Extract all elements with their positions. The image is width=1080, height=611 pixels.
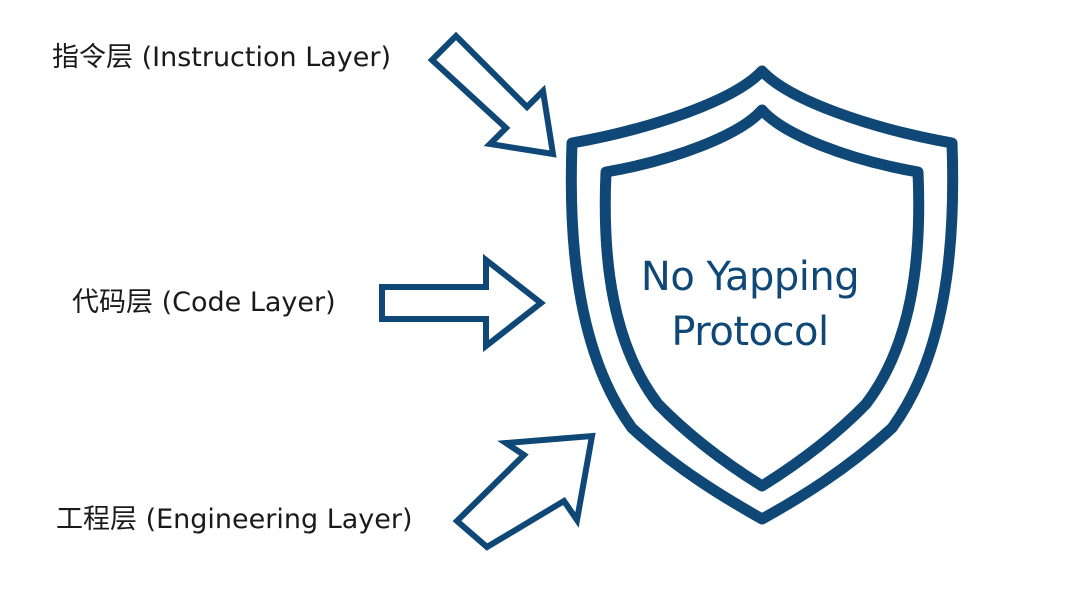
- engineering-arrow: [452, 432, 596, 551]
- code-layer-label: 代码层 (Code Layer): [72, 287, 336, 318]
- shield-inner-outline: [599, 104, 925, 492]
- shield-title-line-1: No Yapping: [640, 254, 860, 300]
- instruction-arrow: [427, 31, 557, 158]
- shield-title-line-2: Protocol: [671, 309, 829, 355]
- engineering-layer-label: 工程层 (Engineering Layer): [56, 504, 413, 535]
- instruction-layer-label: 指令层 (Instruction Layer): [52, 42, 392, 73]
- shield-outer-outline: [565, 65, 959, 525]
- code-arrow: [379, 253, 546, 353]
